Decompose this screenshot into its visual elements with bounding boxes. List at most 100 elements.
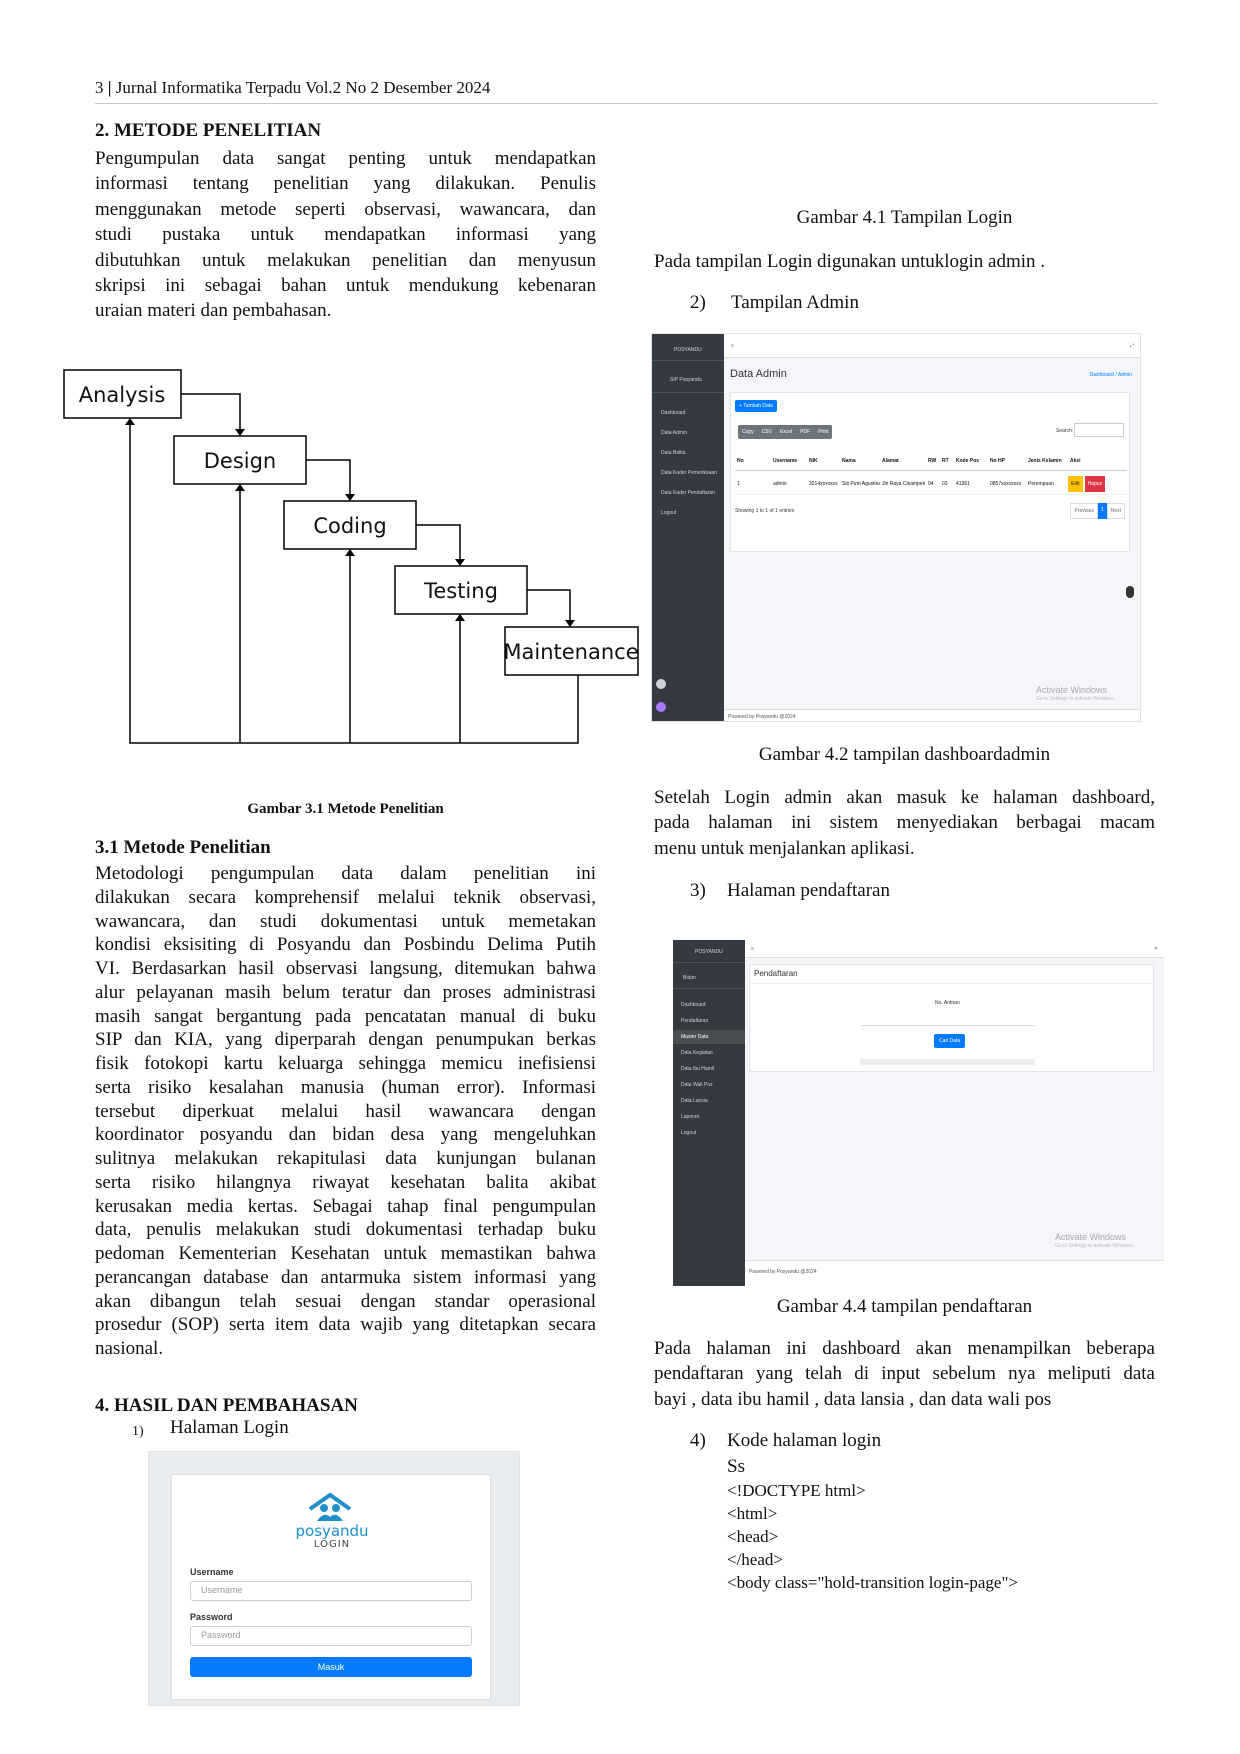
sidebar-item[interactable]: Master Data: [681, 1034, 709, 1040]
waterfall-label: Design: [204, 449, 277, 473]
settings-icon[interactable]: [656, 679, 666, 689]
login-submit-button[interactable]: Masuk: [190, 1657, 472, 1677]
column-header[interactable]: NIK: [809, 458, 818, 464]
text-line: Pada halaman ini dashboard akan menampil…: [654, 1338, 1155, 1359]
text-line: skripsi ini sebagai bahan untuk mendukun…: [95, 275, 596, 297]
sidebar-item[interactable]: Pendaftaran: [681, 1018, 709, 1024]
text-line: menu untuk menjalankan aplikasi.: [654, 837, 915, 859]
logo-text: posyandu: [295, 1522, 369, 1540]
search-label: Search:: [1056, 428, 1074, 434]
theme-icon[interactable]: [656, 702, 666, 712]
admin-dashboard-screenshot: POSYANDU SIP Posyandu Dashboard Data Adm…: [651, 333, 1141, 722]
sidebar-item[interactable]: Data Kader Pemeriksaan: [661, 470, 717, 476]
antrian-input[interactable]: [860, 1008, 1035, 1026]
sidebar-item[interactable]: Laporan: [681, 1114, 700, 1120]
print-button[interactable]: Print: [818, 429, 829, 435]
text-line: fisik fotokopi kartu keluarga sehingga m…: [95, 1053, 596, 1074]
section-4-title: 4. HASIL DAN PEMBAHASAN: [95, 1395, 358, 1416]
csv-button[interactable]: CSV: [761, 429, 772, 435]
copy-button[interactable]: Copy: [742, 429, 754, 435]
pendaftaran-sidebar: POSYANDU Bidan Dashboard Pendaftaran Mas…: [673, 940, 745, 1286]
search-data-button[interactable]: Cari Data: [934, 1034, 966, 1048]
login-screenshot: posyandu LOGIN Username Username Passwor…: [148, 1451, 520, 1706]
sidebar-item[interactable]: Logout: [661, 510, 677, 516]
menu-icon[interactable]: ≡: [751, 946, 754, 952]
add-data-button[interactable]: + Tambah Data: [735, 400, 777, 412]
close-icon[interactable]: ✕: [1153, 946, 1158, 952]
menu-icon[interactable]: ≡: [731, 343, 734, 349]
posyandu-logo-icon: [308, 1492, 352, 1521]
table-cell: 3214xxxxxxx: [809, 480, 838, 487]
sidebar-item[interactable]: Data Kegiatan: [681, 1050, 713, 1056]
excel-button[interactable]: Excel: [779, 429, 793, 435]
column-header[interactable]: No HP: [990, 458, 1005, 464]
page-button[interactable]: 1: [1097, 503, 1107, 519]
sidebar-item[interactable]: Data Admin: [661, 430, 687, 436]
column-header[interactable]: No: [737, 458, 744, 464]
column-header[interactable]: Username: [773, 458, 798, 464]
code-line: Ss: [727, 1456, 745, 1477]
text-line: studi pustaka untuk mendapatkan informas…: [95, 224, 596, 246]
page-number: 3: [95, 78, 104, 97]
figure-4-4-caption: Gambar 4.4 tampilan pendaftaran: [776, 1296, 1033, 1317]
column-header[interactable]: Kode Pos: [956, 458, 980, 464]
sidebar-item[interactable]: Data Ibu Hamil: [681, 1066, 715, 1072]
sidebar-item[interactable]: Data Kader Pendaftaran: [661, 490, 715, 496]
code-line: <head>: [727, 1527, 779, 1546]
delete-button[interactable]: Hapus: [1084, 475, 1106, 492]
figure-4-4-description: Pada halaman ini dashboard akan menampil…: [654, 1336, 1155, 1412]
column-header[interactable]: Alamat: [882, 458, 899, 464]
text-line: Setelah Login admin akan masuk ke halama…: [654, 787, 1155, 808]
column-header[interactable]: Nama: [842, 458, 856, 464]
list-number: 1): [132, 1424, 144, 1439]
waterfall-label: Analysis: [79, 383, 166, 407]
figure-4-1-description: Pada tampilan Login digunakan untuklogin…: [654, 251, 1046, 272]
list-label: Kode halaman login: [727, 1430, 882, 1451]
sidebar-item[interactable]: Logout: [681, 1130, 697, 1136]
figure-4-2-caption: Gambar 4.2 tampilan dashboardadmin: [758, 744, 1051, 765]
waterfall-label: Maintenance: [503, 640, 638, 664]
section-3-1-title: 3.1 Metode Penelitian: [95, 837, 271, 858]
prev-page-button[interactable]: Previous: [1070, 503, 1098, 519]
table-cell: admin: [773, 480, 787, 487]
column-header[interactable]: RT: [942, 458, 949, 464]
text-line: VI. Berdasarkan hasil observasi langsung…: [95, 958, 596, 979]
admin-sidebar: POSYANDU SIP Posyandu Dashboard Data Adm…: [652, 334, 724, 721]
edit-button[interactable]: Edit: [1068, 475, 1083, 492]
topbar: ≡ ✕: [745, 940, 1164, 958]
section-3-1-body: Metodologi pengumpulan data dalam peneli…: [95, 862, 596, 1361]
table-cell: 0857xxxxxxxx: [990, 480, 1022, 487]
code-line: <html>: [727, 1504, 778, 1523]
next-page-button[interactable]: Next: [1106, 503, 1125, 519]
column-header[interactable]: RW: [928, 458, 937, 464]
sidebar-item[interactable]: Data Balita: [661, 450, 686, 456]
username-input[interactable]: Username: [190, 1581, 472, 1601]
sidebar-item-active[interactable]: [673, 1030, 745, 1044]
export-buttons: Copy CSV Excel PDF Print: [738, 425, 833, 439]
field-label: No. Antrian: [935, 1000, 960, 1006]
sidebar-user: Bidan: [683, 975, 696, 981]
sidebar-item[interactable]: Data Lansia: [681, 1098, 708, 1104]
sidebar-item[interactable]: Dashboard: [661, 410, 686, 416]
column-header[interactable]: Jenis Kelamin: [1028, 458, 1062, 464]
list-number: 4): [690, 1430, 706, 1451]
sidebar-item[interactable]: Data Wali Pos: [681, 1082, 713, 1088]
column-header[interactable]: Aksi: [1070, 458, 1081, 464]
search-input[interactable]: [1074, 423, 1124, 437]
pdf-button[interactable]: PDF: [800, 429, 811, 435]
table-header: No Username NIK Nama Alamat RW RT Kode P…: [735, 451, 1127, 471]
table-info: Showing 1 to 1 of 1 entries: [735, 508, 795, 514]
table-cell: 41361: [956, 480, 970, 487]
text-line: data, penulis melakukan studi dokumentas…: [95, 1219, 596, 1241]
chat-icon[interactable]: [1126, 586, 1134, 598]
sidebar-item[interactable]: Dashboard: [681, 1002, 706, 1008]
activate-watermark: Activate Windows: [1055, 1232, 1127, 1242]
sidebar-user: SIP Posyandu: [670, 377, 702, 383]
expand-icon[interactable]: ⤢: [1129, 343, 1134, 349]
breadcrumb[interactable]: Dashboard / Admin: [1089, 372, 1132, 378]
table-cell: Siti Putri Agustina: [842, 480, 880, 487]
password-input[interactable]: Password: [190, 1626, 472, 1646]
topbar: ≡ ⤢: [724, 334, 1140, 358]
table-cell: 04: [928, 480, 934, 487]
text-line: sulitnya melakukan rekapitulasi data kun…: [95, 1148, 596, 1169]
